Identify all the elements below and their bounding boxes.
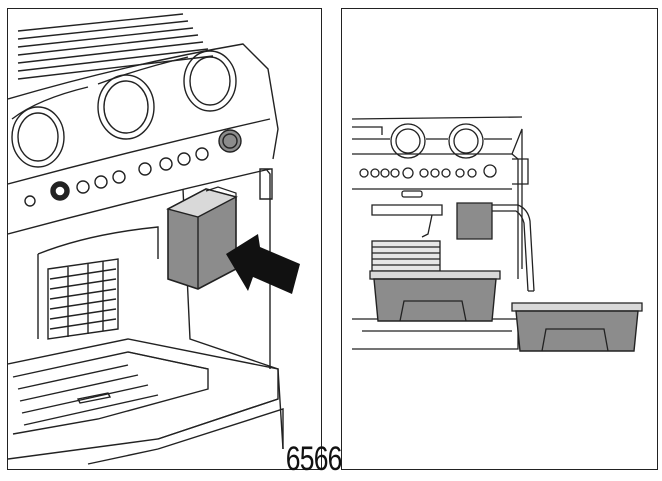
group-head bbox=[37, 226, 159, 259]
left-illustration-panel bbox=[7, 8, 322, 470]
drip-tray-in-machine bbox=[369, 270, 501, 322]
control-buttons bbox=[359, 164, 497, 179]
steam-wand bbox=[492, 158, 535, 292]
dial-gauges bbox=[11, 50, 237, 168]
step-number: 6566 bbox=[286, 440, 343, 478]
push-arrow bbox=[226, 234, 300, 294]
control-buttons bbox=[24, 129, 242, 207]
top-vent-grille bbox=[17, 13, 214, 80]
group-head bbox=[371, 204, 443, 216]
drip-tray bbox=[8, 338, 284, 465]
machine-face bbox=[352, 128, 523, 269]
espresso-machine-front-drawing bbox=[351, 116, 643, 352]
machine-top-edge bbox=[351, 116, 523, 120]
right-illustration-panel bbox=[341, 8, 658, 470]
espresso-machine-closeup-drawing bbox=[8, 13, 300, 465]
dial-gauges bbox=[352, 123, 512, 159]
steam-wand bbox=[265, 168, 271, 369]
machine-base bbox=[352, 318, 519, 350]
control-band-top bbox=[8, 118, 271, 185]
cropped-top-caption bbox=[0, 0, 300, 8]
grinder-chute bbox=[456, 202, 493, 240]
drip-grid bbox=[47, 258, 119, 340]
control-band-bottom bbox=[8, 168, 271, 235]
machine-body-outline bbox=[8, 43, 279, 160]
drip-tray-removed bbox=[511, 302, 643, 352]
drip-tray-release-block bbox=[166, 186, 238, 290]
